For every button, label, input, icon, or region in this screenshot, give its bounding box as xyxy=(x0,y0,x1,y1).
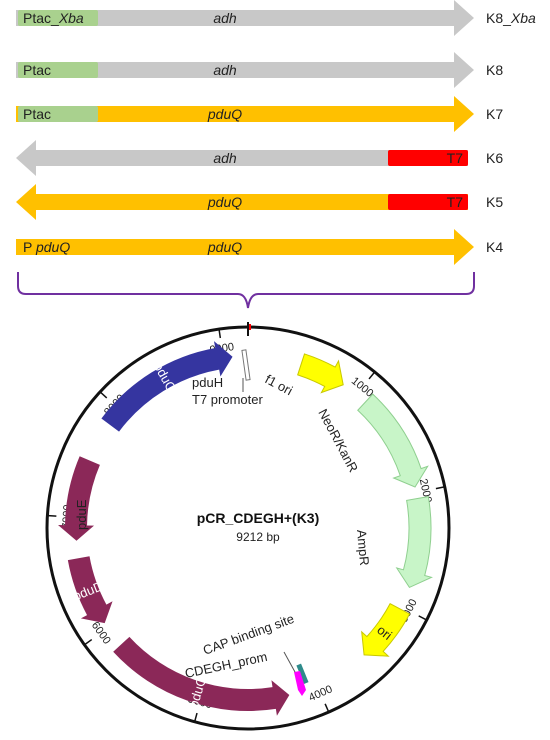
text-part: Ptac xyxy=(23,62,51,78)
text-part: Ptac_ xyxy=(23,10,59,26)
text-part-italic: pduQ xyxy=(35,239,70,255)
part-label: T7 xyxy=(447,150,464,166)
label-f1-ori: f1 ori xyxy=(263,371,296,398)
gene-label: pduQ xyxy=(207,194,242,210)
gene-arrow xyxy=(16,52,474,88)
part-block xyxy=(388,150,468,166)
label-pduh: pduH xyxy=(192,375,223,390)
tick-mark xyxy=(84,638,93,645)
text-part: K7 xyxy=(486,106,503,122)
part-label: Ptac xyxy=(23,106,51,122)
construct-bracket xyxy=(17,272,475,309)
construct-name: K4 xyxy=(486,239,503,255)
tick-label: 6000 xyxy=(89,620,113,647)
gene-label: adh xyxy=(213,62,237,78)
label-t7-promoter: T7 promoter xyxy=(192,392,263,407)
gene-label: pduQ xyxy=(207,106,242,122)
tick-mark xyxy=(435,486,444,490)
gene-arrow xyxy=(16,184,468,220)
gene-label: adh xyxy=(213,150,237,166)
feature-ori xyxy=(361,602,411,657)
text-part: K8_ xyxy=(486,10,511,26)
cap-binding-site-marker xyxy=(296,663,309,685)
part-block xyxy=(18,106,98,122)
label-pdue: pduE xyxy=(74,499,89,530)
gene-arrow xyxy=(16,140,468,176)
text-part-italic: Xba xyxy=(510,10,536,26)
feature-pduc xyxy=(113,636,290,716)
part-block xyxy=(18,239,98,255)
cdegh-prom-leader xyxy=(283,651,296,673)
gene-label: adh xyxy=(213,10,237,26)
feature-neor-kanr xyxy=(357,393,429,488)
part-label: P pduQ xyxy=(23,239,70,255)
tick-mark xyxy=(100,391,108,399)
gene-arrow xyxy=(16,96,474,132)
construct-name: K6 xyxy=(486,150,503,166)
text-part-italic: Xba xyxy=(58,10,84,26)
gene-arrow xyxy=(16,229,474,265)
feature-pdug xyxy=(101,341,233,432)
feature-ampr xyxy=(395,495,433,589)
tick-mark xyxy=(418,615,427,621)
construct-row-k5: T7 pduQ K5 xyxy=(16,184,503,220)
part-block xyxy=(18,10,98,26)
feature-pdue xyxy=(58,456,100,541)
feature-f1-ori xyxy=(297,353,344,394)
construct-row-k7: Ptac pduQ K7 xyxy=(16,96,503,132)
text-part: K5 xyxy=(486,194,503,210)
text-part: T7 xyxy=(447,194,464,210)
label-cap-binding-site: CAP binding site xyxy=(201,611,296,658)
text-part: K6 xyxy=(486,150,503,166)
plasmid-backbone xyxy=(45,325,451,731)
part-label: Ptac xyxy=(23,62,51,78)
part-block xyxy=(388,194,468,210)
text-part: P xyxy=(23,239,36,255)
construct-name: K8 xyxy=(486,62,503,78)
text-part: Ptac xyxy=(23,106,51,122)
label-ampr: AmpR xyxy=(354,529,372,566)
tick-mark xyxy=(324,703,330,712)
tick-mark xyxy=(218,329,222,339)
construct-row-k8: Ptac adh K8 xyxy=(16,52,503,88)
cdegh-prom-marker xyxy=(294,671,306,696)
text-part: K8 xyxy=(486,62,503,78)
gene-arrow xyxy=(16,0,474,36)
label-cdegh-prom: CDEGH_prom xyxy=(184,649,269,681)
plasmid-size: 9212 bp xyxy=(236,530,280,544)
construct-name: K7 xyxy=(486,106,503,122)
part-label: Ptac_Xba xyxy=(23,10,84,26)
tick-mark xyxy=(368,372,375,380)
part-label: T7 xyxy=(447,194,464,210)
text-part: K4 xyxy=(486,239,503,255)
t7-promoter-marker xyxy=(241,349,251,381)
text-part: T7 xyxy=(447,150,464,166)
construct-row-k6: T7 adh K6 xyxy=(16,140,503,176)
tick-mark xyxy=(194,712,198,722)
gene-label: pduQ xyxy=(207,239,242,255)
label-neor-kanr: NeoR/KanR xyxy=(315,406,361,474)
plasmid-map: 100020003000400050006000700080009000 pdu… xyxy=(45,322,451,731)
construct-name: K5 xyxy=(486,194,503,210)
plasmid-name: pCR_CDEGH+(K3) xyxy=(197,510,320,526)
part-block xyxy=(18,62,98,78)
construct-name: K8_Xba xyxy=(486,10,536,26)
tick-label: 4000 xyxy=(307,683,334,704)
feature-pdud xyxy=(67,556,113,624)
